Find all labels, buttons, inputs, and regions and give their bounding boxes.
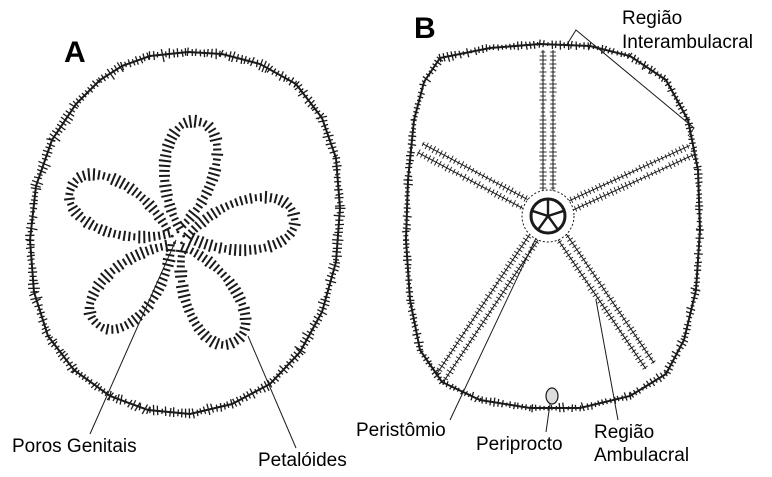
- poros-genitais-dots: [171, 231, 185, 245]
- petal-4: [84, 240, 176, 335]
- peristomio-mouth: [522, 190, 574, 242]
- label-regiao-ambulacral-line1: Região: [594, 422, 654, 444]
- label-regiao-interambulacral-line1: Região: [622, 8, 682, 30]
- label-regiao-interambulacral-line2: Interambulacral: [622, 32, 753, 54]
- panel-b-letter: B: [414, 12, 436, 46]
- label-periprocto: Periprocto: [476, 434, 563, 456]
- label-poros-genitais: Poros Genitais: [12, 436, 137, 458]
- label-petaloides: Petalóides: [258, 450, 347, 472]
- label-regiao-ambulacral-line2: Ambulacral: [594, 445, 689, 467]
- petaloides-petals: [64, 115, 300, 350]
- leader-peristomio: [450, 238, 536, 420]
- petal-5: [64, 168, 171, 243]
- label-peristomio: Peristômio: [356, 420, 446, 442]
- panel-a-letter: A: [64, 36, 86, 70]
- periprocto-anus: [546, 388, 558, 404]
- panel-a-sand-dollar: [25, 48, 345, 419]
- petal-3: [174, 243, 251, 350]
- panel-b-test-oral-view: [402, 30, 704, 412]
